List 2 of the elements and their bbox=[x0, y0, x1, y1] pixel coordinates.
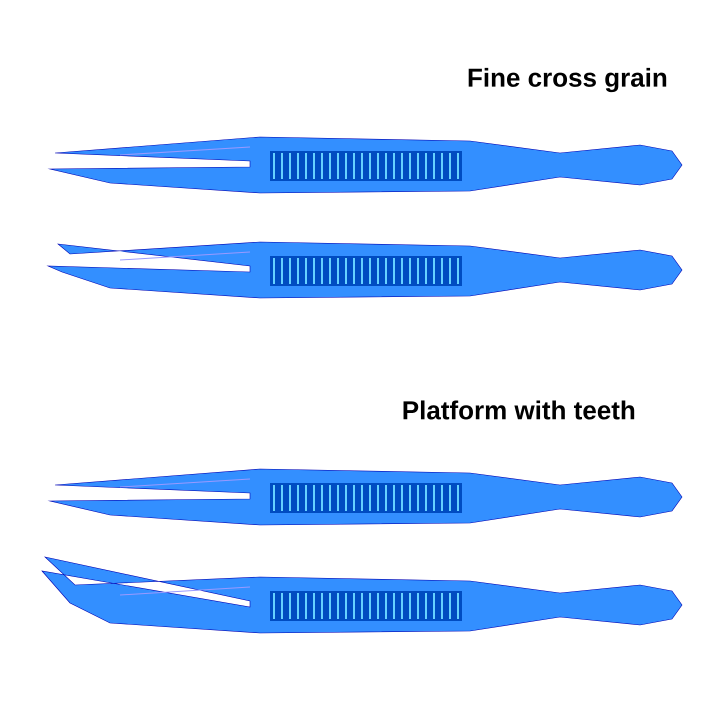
heading: Fine cross grain bbox=[468, 68, 666, 92]
heading: Platform with teeth bbox=[404, 400, 634, 420]
